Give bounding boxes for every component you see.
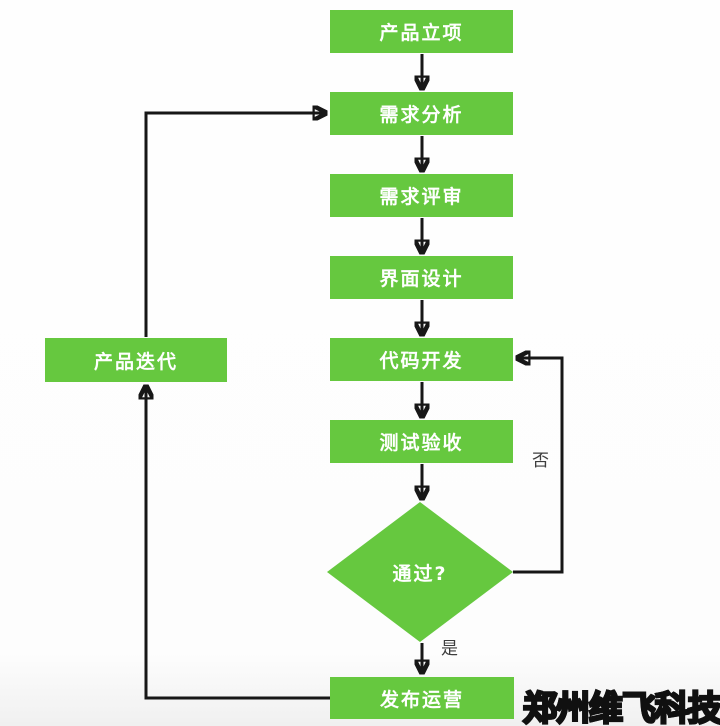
node-release-operations: 发布运营: [330, 677, 514, 719]
node-product-initiation: 产品立项: [330, 10, 513, 53]
node-requirements-review: 需求评审: [330, 174, 513, 217]
node-code-development: 代码开发: [330, 338, 513, 381]
watermark-text: 郑州维飞科技: [522, 688, 720, 726]
edge-iterate-to-req: [144, 113, 326, 337]
node-ui-design: 界面设计: [330, 256, 513, 299]
node-requirements-analysis: 需求分析: [330, 92, 513, 135]
node-product-iteration: 产品迭代: [45, 338, 227, 382]
edge-label-yes: 是: [441, 639, 458, 659]
edge-label-no: 否: [532, 451, 549, 471]
node-test-acceptance: 测试验收: [330, 420, 513, 463]
edge-release-to-iterate: [146, 386, 331, 700]
node-pass-decision: 通过?: [327, 502, 513, 642]
